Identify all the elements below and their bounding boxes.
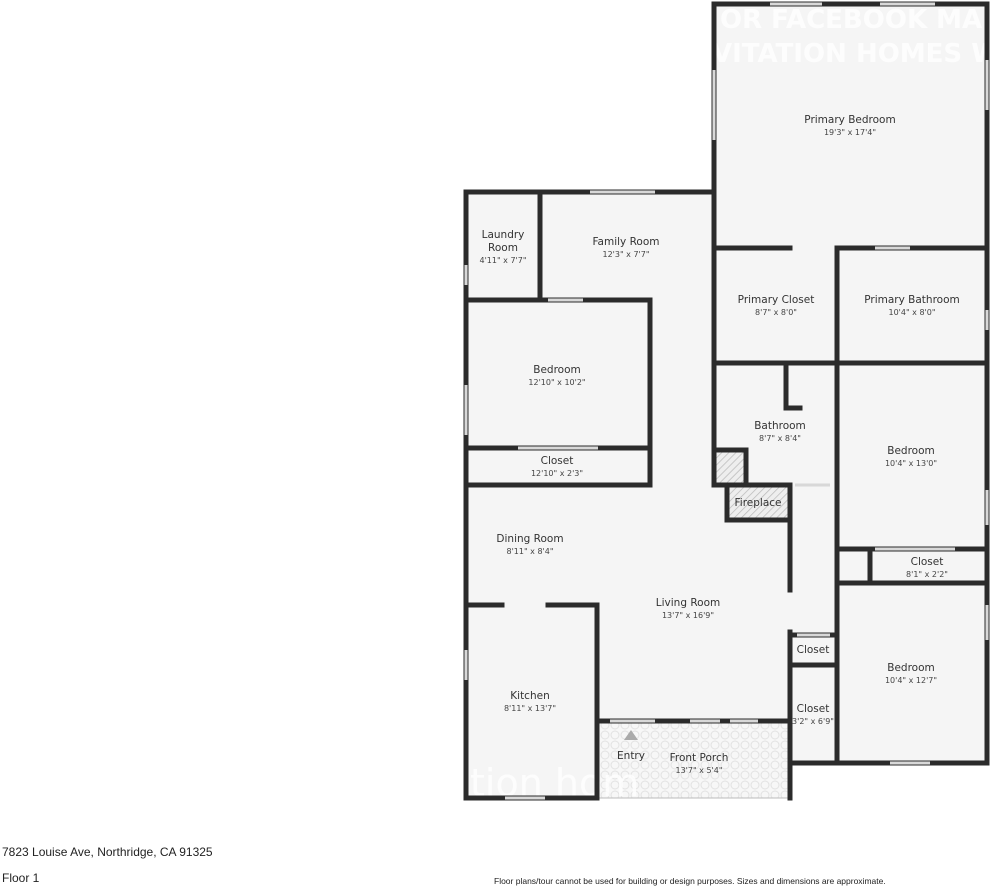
room-name: Room <box>488 242 518 254</box>
room-name: Bedroom <box>887 662 935 674</box>
property-address: 7823 Louise Ave, Northridge, CA 91325 <box>2 845 213 859</box>
walls <box>463 1 990 801</box>
room-name: Closet <box>797 644 830 656</box>
room-dims: 8'1" x 2'2" <box>906 570 948 579</box>
room-name: Fireplace <box>735 497 782 509</box>
room-name: Bathroom <box>754 420 806 432</box>
room-name: Dining Room <box>496 533 563 545</box>
room-name: Kitchen <box>510 690 549 702</box>
room-name: Closet <box>541 455 574 467</box>
room-name: Closet <box>911 556 944 568</box>
floor-fill <box>466 4 987 798</box>
room-dims: 10'4" x 12'7" <box>885 676 937 685</box>
room-dims: 8'11" x 8'4" <box>506 547 553 556</box>
room-dims: 10'4" x 13'0" <box>885 459 937 468</box>
room-labels: Primary Bedroom 19'3" x 17'4" Laundry Ro… <box>479 114 959 775</box>
room-name: Primary Bathroom <box>864 294 959 306</box>
entry-arrow-icon <box>624 730 638 740</box>
floor-label: Floor 1 <box>2 871 40 885</box>
room-name: Bedroom <box>887 445 935 457</box>
watermark-line-1: OR FACEBOOK MARKE <box>720 5 992 35</box>
room-name: Front Porch <box>670 752 729 764</box>
room-dims: 3'2" x 6'9" <box>792 717 834 726</box>
watermark-line-2: VITATION HOMES WEBS <box>712 39 992 69</box>
room-dims: 4'11" x 7'7" <box>479 256 526 265</box>
room-dims: 8'7" x 8'0" <box>755 308 797 317</box>
room-name: Primary Closet <box>738 294 815 306</box>
room-name: Laundry <box>482 229 525 241</box>
room-dims: 12'10" x 10'2" <box>528 378 585 387</box>
room-dims: 8'7" x 8'4" <box>759 434 801 443</box>
room-dims: 12'10" x 2'3" <box>531 469 583 478</box>
room-dims: 13'7" x 5'4" <box>675 766 722 775</box>
room-dims: 13'7" x 16'9" <box>662 611 714 620</box>
room-dims: 8'11" x 13'7" <box>504 704 556 713</box>
room-name: Family Room <box>592 236 659 248</box>
room-name: Closet <box>797 703 830 715</box>
disclaimer: Floor plans/tour cannot be used for buil… <box>494 876 886 886</box>
room-name: Living Room <box>656 597 720 609</box>
fireplace-area <box>727 485 788 520</box>
room-name: Entry <box>617 750 645 762</box>
room-dims: 19'3" x 17'4" <box>824 128 876 137</box>
room-name: Bedroom <box>533 364 581 376</box>
room-dims: 12'3" x 7'7" <box>602 250 649 259</box>
fireplace-hearth <box>714 450 746 485</box>
room-name: Primary Bedroom <box>804 114 895 126</box>
windows <box>464 2 989 800</box>
room-dims: 10'4" x 8'0" <box>888 308 935 317</box>
